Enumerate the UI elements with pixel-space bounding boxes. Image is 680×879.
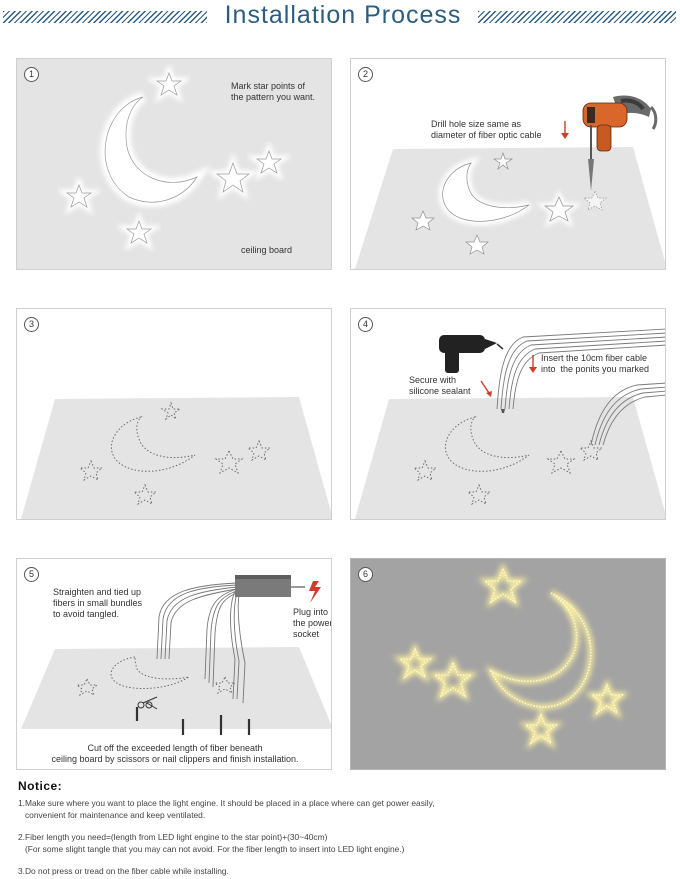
header-hatch-right xyxy=(478,11,676,23)
step-1-ceiling-label: ceiling board xyxy=(241,245,293,255)
step-3-panel: 3 xyxy=(16,308,332,520)
step-4-panel: 4 Secure with silicone sealant Insert th… xyxy=(350,308,666,520)
step-2-pattern xyxy=(411,151,607,255)
power-bolt-icon xyxy=(309,581,321,603)
notice-item-2: 2.Fiber length you need=(length from LED… xyxy=(18,832,405,854)
step-1-moon xyxy=(100,92,211,208)
step-4-sealant-label: Secure with silicone sealant xyxy=(409,375,471,396)
step-5-illustration xyxy=(21,575,331,735)
step-4-insert-label: Insert the 10cm fiber cable into the pon… xyxy=(541,353,650,374)
step-5-dotted-pattern xyxy=(75,656,237,697)
step-number: 5 xyxy=(24,567,39,582)
step-5-bundle-label: Straighten and tied up fibers in small b… xyxy=(53,587,143,619)
fiber-bundle-top xyxy=(496,328,665,410)
step-3-dotted-pattern xyxy=(78,401,272,506)
fiber-bundle-right xyxy=(590,382,665,446)
step-2-panel: 2 Drill hole size same as diameter of fi… xyxy=(350,58,666,270)
drill-icon xyxy=(582,95,658,191)
step-number: 1 xyxy=(24,67,39,82)
step-6-illustration xyxy=(351,559,665,769)
step-4-dotted-pattern xyxy=(412,416,604,506)
step-4-illustration xyxy=(355,328,665,519)
step-number: 4 xyxy=(358,317,373,332)
step-1-illustration xyxy=(17,59,331,269)
step-5-panel: 5 Straighten and tied up fibers in small… xyxy=(16,558,332,770)
step-1-instruction: Mark star points of the pattern you want… xyxy=(231,81,316,102)
step-number: 2 xyxy=(358,67,373,82)
notice-item-3: 3.Do not press or tread on the fiber cab… xyxy=(18,866,229,876)
glowing-dots xyxy=(397,566,625,746)
notice-item-1: 1.Make sure where you want to place the … xyxy=(18,798,435,820)
scissors-icon xyxy=(137,696,158,710)
fiber-cut-ends xyxy=(135,707,251,735)
step-1-stars xyxy=(56,63,292,252)
fiber-bundles xyxy=(156,582,246,704)
step-5-cut-label: Cut off the exceeded length of fiber ben… xyxy=(51,743,299,764)
step-6-panel: 6 xyxy=(350,558,666,770)
step-1-panel: 1 Mark star points of the pattern you wa… xyxy=(16,58,332,270)
step-5-plug-label: Plug into the power socket xyxy=(293,607,332,639)
notice-title: Notice: xyxy=(18,779,63,793)
page-title: Installation Process xyxy=(224,1,462,29)
light-engine-icon xyxy=(235,575,305,597)
header-hatch-left xyxy=(3,11,207,23)
step-2-instruction: Drill hole size same as diameter of fibe… xyxy=(431,119,542,140)
step-2-illustration xyxy=(355,95,665,269)
page-header: Installation Process xyxy=(0,0,680,36)
step-3-illustration xyxy=(21,397,331,519)
glue-gun-icon xyxy=(439,335,504,373)
step-number: 3 xyxy=(24,317,39,332)
step-number: 6 xyxy=(358,567,373,582)
